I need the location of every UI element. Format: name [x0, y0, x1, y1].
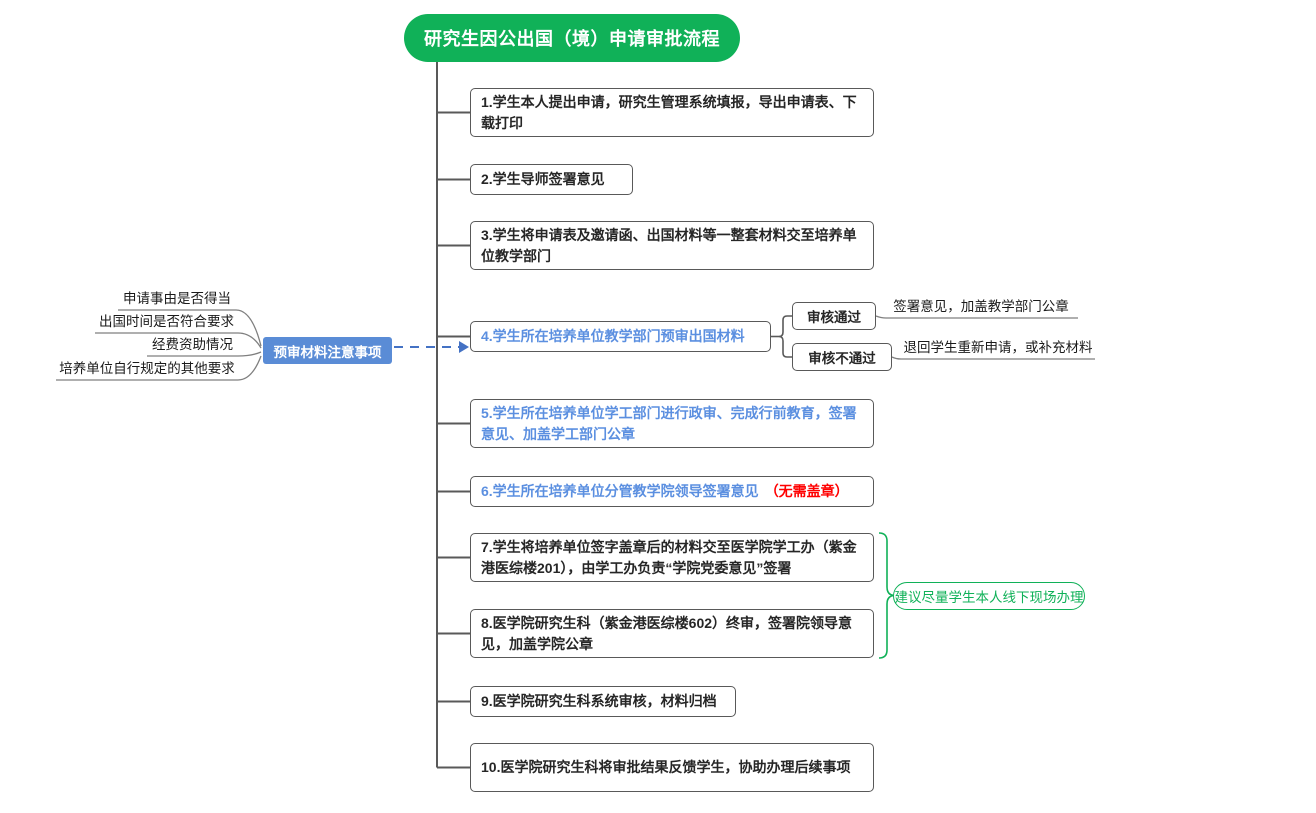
precheck-leaf-lines	[56, 309, 262, 381]
step-10-box: 10.医学院研究生科将审批结果反馈学生，协助办理后续事项	[470, 743, 874, 792]
arrowhead-icon	[459, 341, 469, 353]
precheck-item-4: 培养单位自行规定的其他要求	[59, 361, 235, 376]
step-5-box: 5.学生所在培养单位学工部门进行政审、完成行前教育，签署意见、加盖学工部门公章	[470, 399, 874, 448]
step-7-box: 7.学生将培养单位签字盖章后的材料交至医学院学工办（紫金港医综楼201），由学工…	[470, 533, 874, 582]
step-3-box: 3.学生将申请表及邀请函、出国材料等一整套材料交至培养单位教学部门	[470, 221, 874, 270]
review-branch-lines	[771, 315, 792, 358]
step-9-box: 9.医学院研究生科系统审核，材料归档	[470, 686, 736, 717]
step-10-text: 10.医学院研究生科将审批结果反馈学生，协助办理后续事项	[481, 759, 851, 775]
step-6-note: （无需盖章）	[764, 483, 849, 499]
step-2-box: 2.学生导师签署意见	[470, 164, 633, 195]
precheck-item-2: 出国时间是否符合要求	[99, 314, 234, 329]
review-pass-box: 审核通过	[792, 302, 876, 330]
review-pass-label: 审核通过	[807, 310, 861, 325]
step-5-text: 5.学生所在培养单位学工部门进行政审、完成行前教育，签署意见、加盖学工部门公章	[481, 404, 857, 442]
review-leaf-lines	[875, 315, 1095, 360]
step-3-text: 3.学生将申请表及邀请函、出国材料等一整套材料交至培养单位教学部门	[481, 226, 857, 264]
precheck-label: 预审材料注意事项	[263, 337, 392, 364]
step-7-text: 7.学生将培养单位签字盖章后的材料交至医学院学工办（紫金港医综楼201），由学工…	[481, 538, 857, 576]
suggestion-label: 建议尽量学生本人线下现场办理	[893, 582, 1085, 610]
review-fail-box: 审核不通过	[792, 343, 892, 371]
precheck-item-1: 申请事由是否得当	[123, 291, 231, 306]
spine-and-connectors	[436, 62, 470, 769]
flowchart-title: 研究生因公出国（境）申请审批流程	[404, 14, 740, 62]
step-6-text: 6.学生所在培养单位分管教学院领导签署意见	[481, 483, 759, 499]
precheck-arrow	[394, 341, 469, 353]
step-4-text: 4.学生所在培养单位教学部门预审出国材料	[481, 328, 745, 344]
precheck-item-3: 经费资助情况	[152, 337, 233, 352]
step-8-text: 8.医学院研究生科（紫金港医综楼602）终审，签署院领导意见，加盖学院公章	[481, 614, 853, 652]
review-fail-label: 审核不通过	[808, 351, 876, 366]
step-6-box: 6.学生所在培养单位分管教学院领导签署意见 （无需盖章）	[470, 476, 874, 507]
step-8-box: 8.医学院研究生科（紫金港医综楼602）终审，签署院领导意见，加盖学院公章	[470, 609, 874, 658]
review-pass-result: 签署意见，加盖教学部门公章	[893, 299, 1069, 314]
step-4-box: 4.学生所在培养单位教学部门预审出国材料	[470, 321, 771, 352]
step-2-text: 2.学生导师签署意见	[481, 171, 605, 187]
step-1-text: 1.学生本人提出申请，研究生管理系统填报，导出申请表、下载打印	[481, 93, 857, 131]
step-1-box: 1.学生本人提出申请，研究生管理系统填报，导出申请表、下载打印	[470, 88, 874, 137]
review-fail-result: 退回学生重新申请，或补充材料	[903, 340, 1093, 355]
step-9-text: 9.医学院研究生科系统审核，材料归档	[481, 693, 717, 709]
